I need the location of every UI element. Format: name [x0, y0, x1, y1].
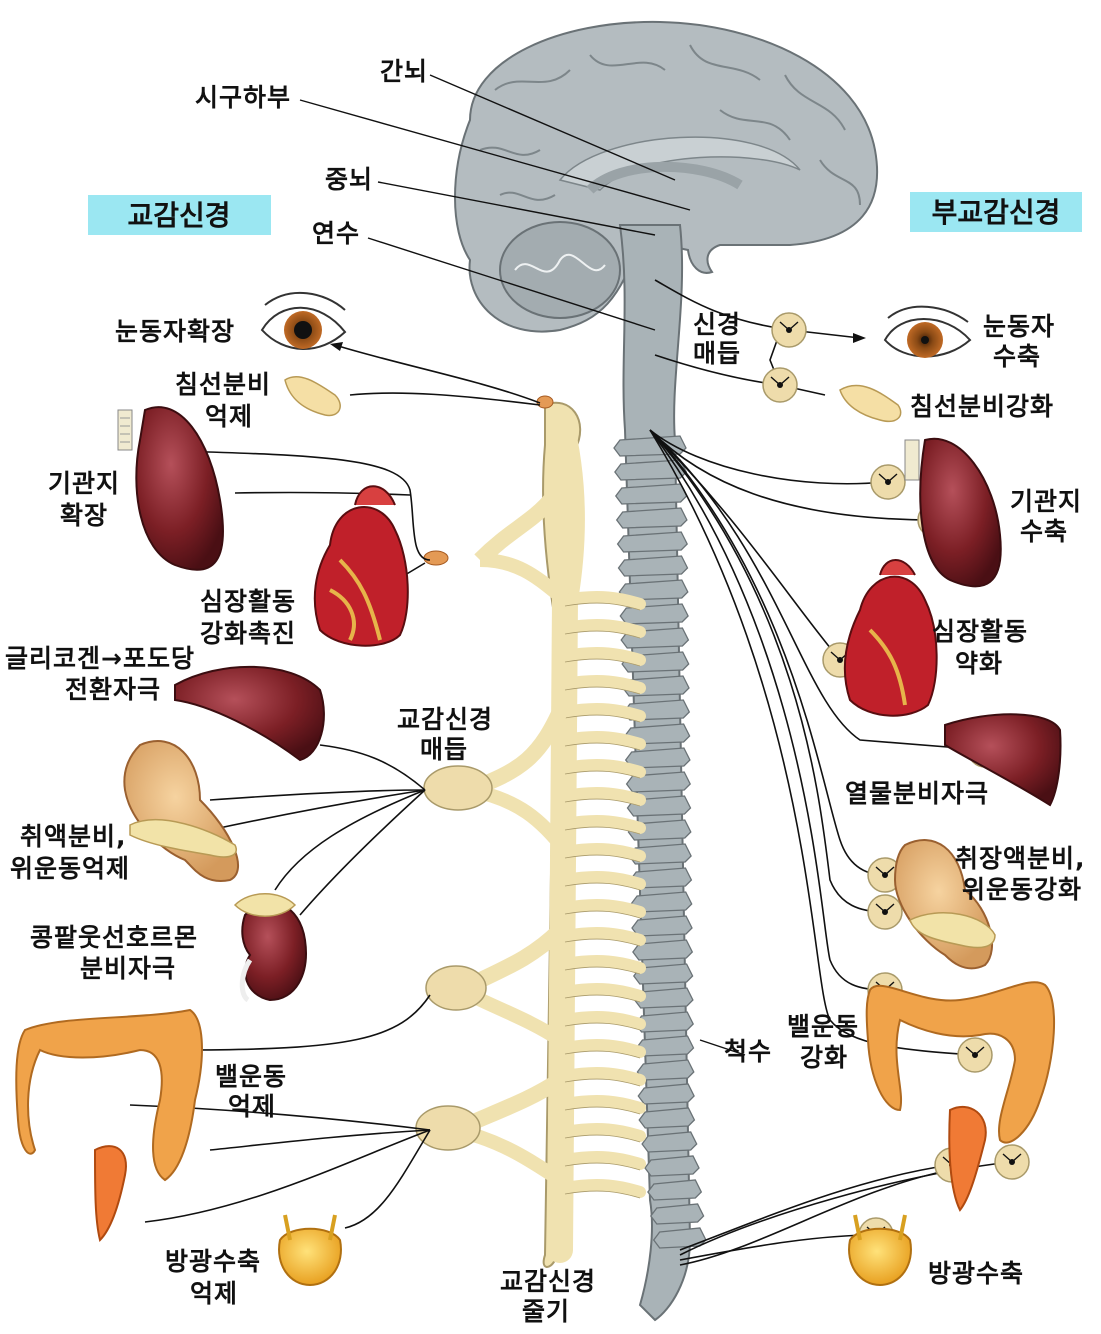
label-glycogen-1: 글리코겐→포도당 [5, 644, 195, 673]
stomach-pancreas-left [124, 741, 238, 881]
label-bladder-contract: 방광수축 [928, 1259, 1024, 1288]
eye-dilated [262, 293, 345, 349]
label-bronchi-constrict-1: 기관지 [1010, 487, 1082, 516]
pelvic-ganglion [416, 1106, 480, 1150]
sympathetic-labels: 눈동자확장 침선분비 억제 기관지 확장 심장활동 강화촉진 글리코겐→포도당 … [5, 317, 596, 1326]
label-intestine-strengthen-1: 밸운동 [787, 1012, 859, 1041]
label-heart-strengthen-1: 심장활동 [200, 587, 296, 616]
bladder-left [279, 1215, 341, 1285]
label-midbrain: 중뇌 [325, 165, 373, 194]
label-intestine-inhibit-1: 밸운동 [215, 1062, 287, 1091]
label-sym-trunk-2: 줄기 [522, 1297, 570, 1326]
sympathetic-rami [565, 597, 640, 1198]
cardiac-ganglion [424, 551, 448, 565]
label-saliva-inhibit-1: 침선분비 [175, 370, 271, 399]
label-bile-stimulate: 열물분비자극 [845, 779, 989, 808]
celiac-ganglion [424, 766, 492, 810]
label-glycogen-2: 전환자극 [65, 675, 161, 704]
salivary-gland-left [285, 377, 340, 416]
heart-right [845, 560, 937, 716]
label-intestine-strengthen-2: 강화 [800, 1043, 848, 1072]
label-adrenal-2: 분비자극 [80, 954, 176, 983]
label-sym-ganglion-2: 매듭 [420, 735, 468, 764]
label-intestine-inhibit-2: 억제 [228, 1092, 276, 1121]
label-adrenal-1: 콩팥웃선호르몬 [30, 923, 198, 952]
intestine-left [16, 1010, 202, 1240]
heart-left [315, 486, 408, 645]
label-para-ganglion-1: 신경 [693, 310, 741, 339]
label-saliva-strengthen: 침선분비강화 [910, 392, 1054, 421]
sympathetic-header-text: 교감신경 [127, 199, 230, 232]
label-heart-weaken-1: 심장활동 [932, 617, 1028, 646]
label-medulla: 연수 [312, 219, 360, 248]
label-bronchi-dilate-2: 확장 [60, 501, 108, 530]
label-bronchi-constrict-2: 수축 [1020, 517, 1068, 546]
parasympathetic-labels: 신경 매듭 눈동자 수축 침선분비강화 기관지 수축 심장활동 약화 열물분비자… [693, 310, 1086, 1288]
label-bladder-inhibit-1: 방광수축 [165, 1247, 261, 1276]
label-pancreas-strengthen-1: 취장액분비, [955, 844, 1086, 873]
label-sym-trunk-1: 교감신경 [500, 1267, 596, 1296]
parasympathetic-header: 부교감신경 [910, 192, 1082, 232]
cerebellum [500, 222, 620, 318]
salivary-gland-right [840, 385, 901, 421]
label-saliva-inhibit-2: 억제 [205, 402, 253, 431]
label-bladder-inhibit-2: 억제 [190, 1279, 238, 1308]
sympathetic-ganglia [416, 396, 570, 1180]
label-hypothalamus: 시구하부 [195, 83, 291, 112]
label-spinal-cord: 척수 [724, 1037, 772, 1066]
sympathetic-header: 교감신경 [88, 195, 271, 235]
label-para-ganglion-2: 매듭 [693, 339, 741, 368]
label-pancreas-strengthen-2: 위운동강화 [962, 875, 1082, 904]
label-bronchi-dilate-1: 기관지 [48, 469, 120, 498]
label-thalamus: 간뇌 [380, 57, 428, 86]
parasympathetic-header-text: 부교감신경 [932, 196, 1061, 229]
mesenteric-ganglion [426, 966, 486, 1010]
label-sym-ganglion-1: 교감신경 [397, 705, 493, 734]
label-pupil-constrict-2: 수축 [993, 342, 1041, 371]
label-pupil-dilate: 눈동자확장 [115, 317, 235, 346]
kidney-adrenal-left [235, 894, 306, 1000]
label-pupil-constrict-1: 눈동자 [983, 312, 1055, 341]
label-heart-weaken-2: 약화 [955, 649, 1003, 678]
label-pancreas-inhibit-2: 위운동억제 [10, 854, 130, 883]
liver-left [175, 667, 324, 760]
eye-constricted [885, 307, 970, 358]
label-heart-strengthen-2: 강화촉진 [200, 619, 296, 648]
lung-left [118, 407, 223, 570]
label-pancreas-inhibit-1: 취액분비, [20, 822, 127, 851]
